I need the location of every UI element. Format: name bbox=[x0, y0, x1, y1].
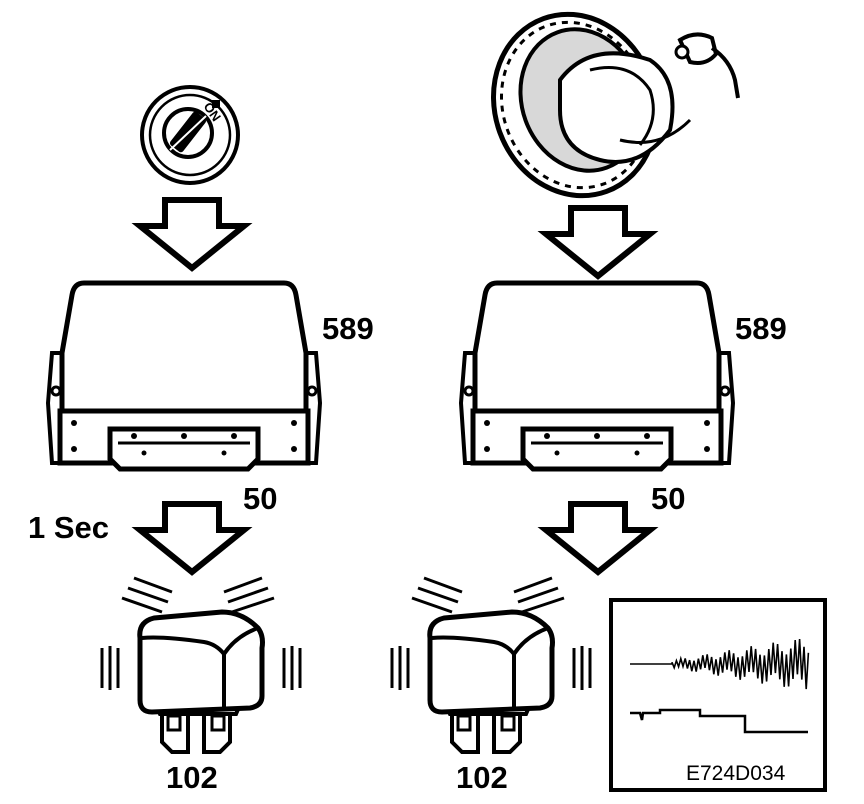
signal-waveform-panel bbox=[609, 598, 827, 792]
relay-102-icon bbox=[102, 578, 300, 752]
connector-label-right: 50 bbox=[651, 481, 686, 516]
relay-signal-waveform bbox=[630, 708, 808, 734]
connector-label-left: 50 bbox=[243, 481, 278, 516]
wheel-sensor-icon bbox=[491, 11, 740, 199]
relay-102-icon bbox=[392, 578, 590, 752]
down-arrow-icon bbox=[140, 504, 244, 572]
relay-label-right: 102 bbox=[456, 760, 508, 795]
control-module-label-left: 589 bbox=[322, 311, 374, 346]
figure-code: E724D034 bbox=[686, 762, 786, 785]
control-module-589-icon bbox=[461, 283, 733, 469]
relay-label-left: 102 bbox=[166, 760, 218, 795]
down-arrow-icon bbox=[140, 200, 244, 268]
ignition-switch-icon bbox=[140, 85, 240, 185]
down-arrow-icon bbox=[546, 208, 650, 276]
sensor-signal-waveform bbox=[630, 639, 810, 690]
delay-label: 1 Sec bbox=[28, 510, 110, 545]
control-module-label-right: 589 bbox=[735, 311, 787, 346]
sensor-signal-trace bbox=[630, 639, 810, 690]
down-arrow-icon bbox=[546, 504, 650, 572]
control-module-589-icon bbox=[48, 283, 320, 469]
